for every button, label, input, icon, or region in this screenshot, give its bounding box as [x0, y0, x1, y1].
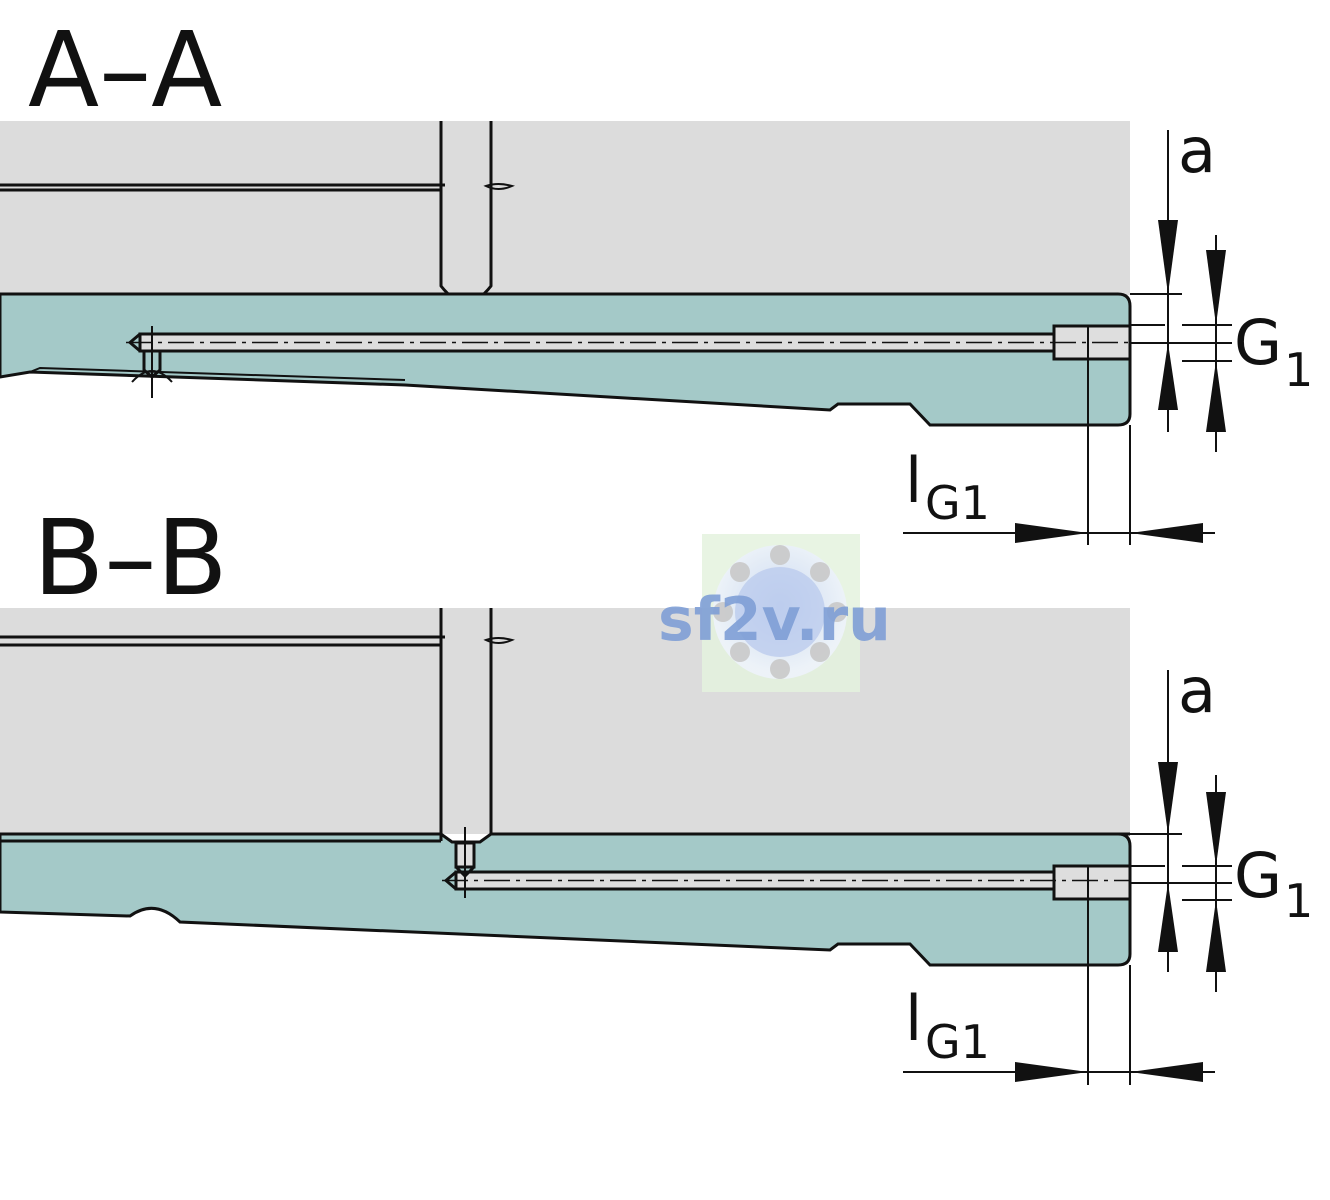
dim-label-l-sub: G1: [925, 1015, 990, 1069]
dim-label-g-sub: 1: [1284, 343, 1313, 397]
dimension-g1-a: G 1: [1130, 235, 1313, 452]
lubrication-bore-b: [442, 827, 1132, 901]
watermark-text: sf2v.ru: [658, 585, 891, 655]
dim-label-g-sub: 1: [1284, 874, 1313, 928]
section-title-b: B–B: [33, 497, 228, 619]
dim-label-g: G: [1234, 839, 1282, 912]
section-b-b: B–B: [0, 497, 1313, 1085]
section-a-a: A–A: [0, 9, 1313, 545]
carriage-body-b: [0, 608, 1130, 836]
dimension-a-a: a: [1130, 114, 1216, 432]
dim-label-a: a: [1178, 654, 1216, 727]
watermark: sf2v.ru: [658, 534, 891, 692]
dim-label-g: G: [1234, 306, 1282, 379]
dim-label-a: a: [1178, 114, 1216, 187]
bearing-balls-icon: [713, 545, 847, 679]
dim-label-l: l: [905, 444, 922, 517]
guide-rail-a: [0, 292, 1132, 427]
guide-rail-b: [0, 832, 1132, 967]
dimension-g1-b: G 1: [1130, 775, 1313, 992]
dim-label-l: l: [905, 982, 922, 1055]
carriage-body-a: [0, 121, 1130, 304]
dim-label-l-sub: G1: [925, 476, 990, 530]
dimension-lg1-a: l G1: [903, 359, 1215, 545]
section-title-a: A–A: [28, 9, 222, 131]
dimension-a-b: a: [1130, 654, 1216, 972]
dimension-lg1-b: l G1: [903, 899, 1215, 1085]
